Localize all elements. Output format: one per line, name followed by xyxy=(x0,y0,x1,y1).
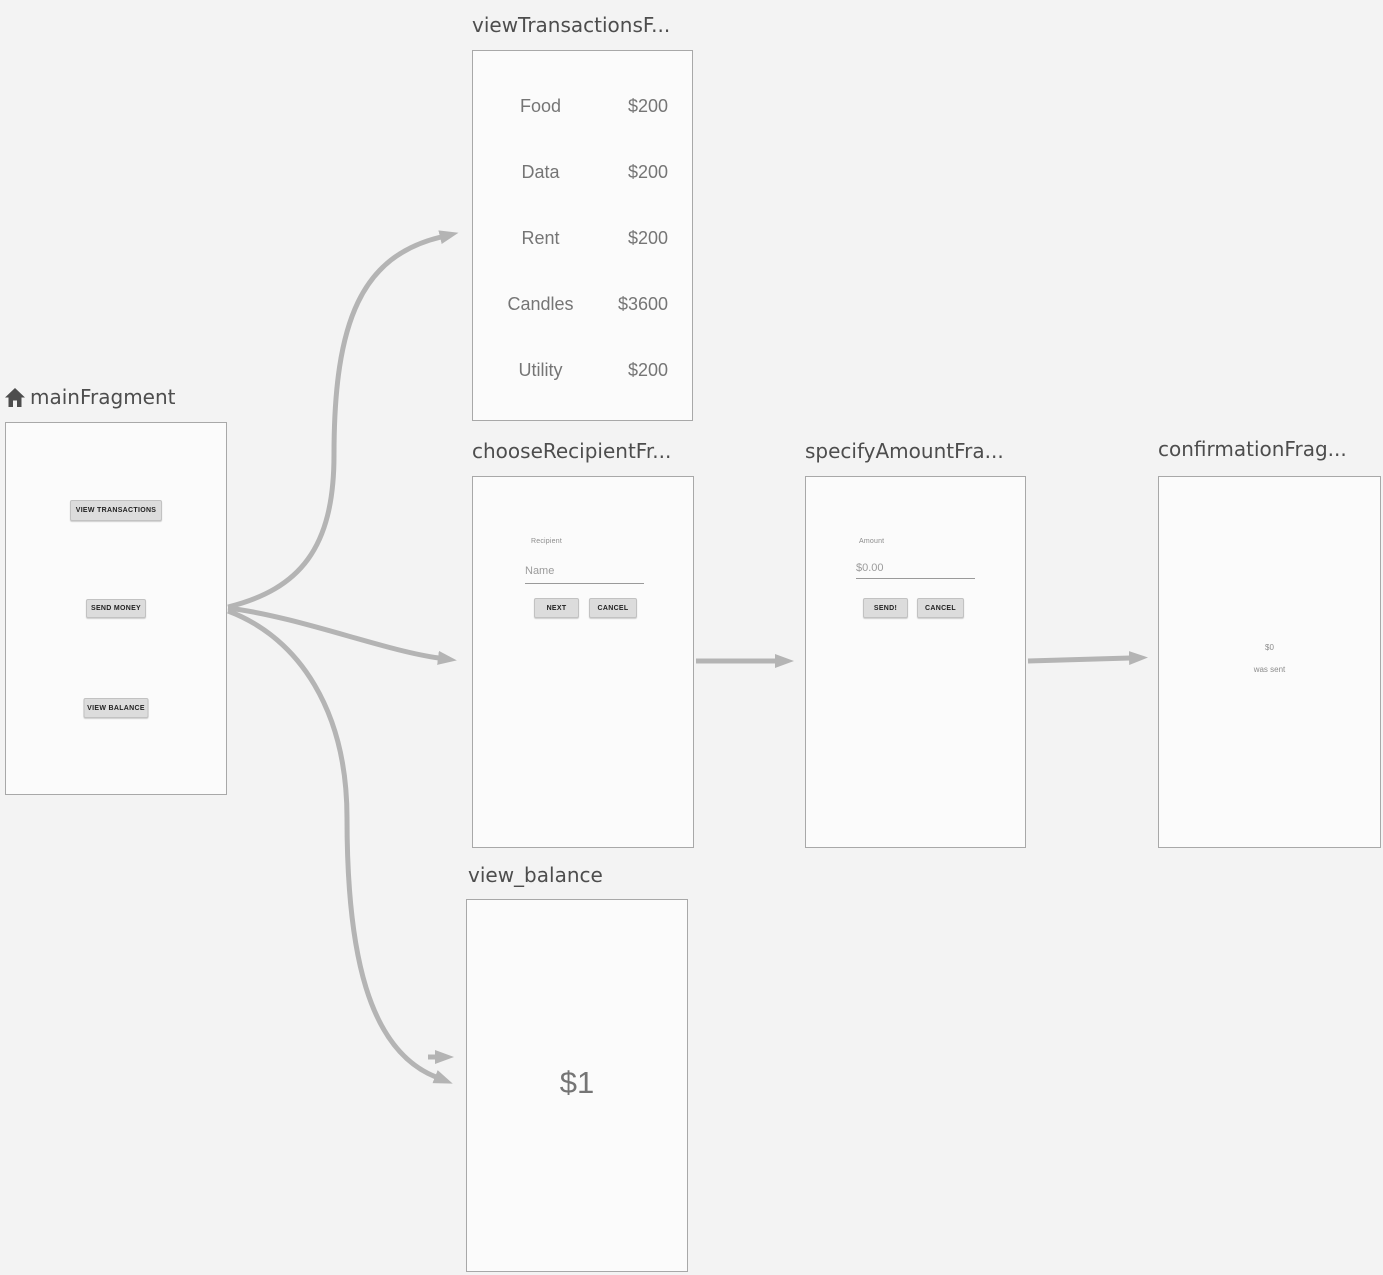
fragment-confirmation-title-label: confirmationFrag... xyxy=(1158,437,1347,461)
fragment-confirmation-card[interactable]: $0 was sent xyxy=(1158,476,1381,848)
recipient-field-label: Recipient xyxy=(531,538,562,545)
fragment-specify-amount-title: specifyAmountFra... xyxy=(805,439,1004,463)
home-icon xyxy=(5,387,25,407)
transaction-amount: $200 xyxy=(627,161,668,182)
fragment-specify-amount-card[interactable]: Amount $0.00 SEND! CANCEL xyxy=(805,476,1026,848)
cancel-button[interactable]: CANCEL xyxy=(917,598,964,618)
transaction-amount: $3600 xyxy=(617,293,668,314)
confirmation-amount-text: $0 xyxy=(1265,643,1274,652)
fragment-choose-recipient-title: chooseRecipientFr... xyxy=(472,439,671,463)
fragment-choose-recipient-card[interactable]: Recipient Name NEXT CANCEL xyxy=(472,476,694,848)
transaction-name: Data xyxy=(521,161,560,182)
action-arrow-main-to-view-transactions[interactable] xyxy=(227,230,459,610)
transactions-list: Food $200 Data $200 Rent $200 Candles $3… xyxy=(473,73,692,403)
fragment-view-transactions-title-label: viewTransactionsF... xyxy=(472,13,671,37)
fragment-main-title-label: mainFragment xyxy=(30,385,176,409)
next-button[interactable]: NEXT xyxy=(534,598,579,618)
transaction-name: Rent xyxy=(521,227,560,248)
fragment-view-balance-title-label: view_balance xyxy=(468,863,603,887)
view-balance-button[interactable]: VIEW BALANCE xyxy=(83,698,149,718)
fragment-main-card[interactable]: VIEW TRANSACTIONS SEND MONEY VIEW BALANC… xyxy=(5,422,227,795)
recipient-name-input[interactable]: Name xyxy=(525,565,555,577)
send-money-button[interactable]: SEND MONEY xyxy=(86,599,146,618)
fragment-main-title: mainFragment xyxy=(5,385,176,409)
fragment-view-transactions-title: viewTransactionsF... xyxy=(472,13,670,37)
amount-field-label: Amount xyxy=(859,538,885,545)
fragment-choose-recipient-title-label: chooseRecipientFr... xyxy=(472,439,672,463)
fragment-view-transactions-card[interactable]: Food $200 Data $200 Rent $200 Candles $3… xyxy=(472,50,693,421)
transaction-row: Food $200 xyxy=(473,73,692,139)
transaction-row: Rent $200 xyxy=(473,205,692,271)
transaction-amount: $200 xyxy=(627,359,668,380)
send-button[interactable]: SEND! xyxy=(863,598,908,618)
transaction-amount: $200 xyxy=(627,95,668,116)
fragment-confirmation-title: confirmationFrag... xyxy=(1158,437,1347,461)
fragment-view-balance-title: view_balance xyxy=(468,863,603,887)
action-arrow-main-to-choose-recipient[interactable] xyxy=(227,605,457,665)
action-arrow-specify-amount-to-confirmation[interactable] xyxy=(1027,651,1148,666)
fragment-view-balance-card[interactable]: $1 xyxy=(466,899,688,1272)
transaction-row: Data $200 xyxy=(473,139,692,205)
transaction-name: Candles xyxy=(507,293,574,314)
recipient-input-underline xyxy=(525,583,644,584)
amount-input[interactable]: $0.00 xyxy=(856,562,884,574)
fragment-specify-amount-title-label: specifyAmountFra... xyxy=(805,439,1004,463)
transaction-amount: $200 xyxy=(627,227,668,248)
view-transactions-button[interactable]: VIEW TRANSACTIONS xyxy=(70,500,162,521)
transaction-row: Utility $200 xyxy=(473,337,692,403)
confirmation-message-text: was sent xyxy=(1253,665,1286,674)
amount-input-underline xyxy=(856,578,975,579)
cancel-button[interactable]: CANCEL xyxy=(589,598,637,618)
transaction-name: Utility xyxy=(518,359,563,380)
transaction-row: Candles $3600 xyxy=(473,271,692,337)
balance-amount-text: $1 xyxy=(559,1065,595,1100)
action-arrow-main-to-view-balance[interactable] xyxy=(227,608,453,1084)
transaction-name: Food xyxy=(519,95,562,116)
